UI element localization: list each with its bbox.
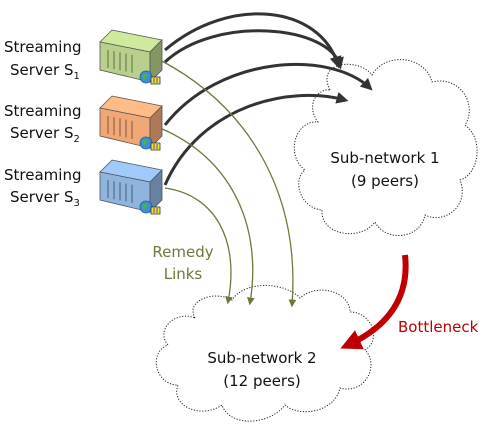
server-1-icon	[99, 29, 163, 85]
server-label-1: Streaming Server S1	[4, 38, 81, 82]
link-s1b-to-subnetwork-1	[163, 29, 344, 70]
bottleneck-label: Bottleneck	[398, 318, 479, 336]
server-1-line2: Server S1	[10, 61, 80, 82]
subnetwork-2-cloud	[155, 285, 375, 422]
subnetwork-2-title: Sub-network 2	[207, 349, 316, 367]
link-s3-to-subnetwork-1	[163, 92, 349, 186]
server-3-icon	[99, 159, 163, 215]
remedy-links-label-2: Links	[164, 265, 203, 283]
subnetwork-2-peers: (12 peers)	[223, 372, 301, 390]
subnetwork-1-title: Sub-network 1	[330, 149, 439, 167]
server-3-line2: Server S3	[10, 188, 80, 209]
server-label-2: Streaming Server S2	[4, 102, 81, 145]
remedy-links-label-1: Remedy	[152, 243, 213, 261]
link-s1-to-subnetwork-1	[164, 12, 342, 69]
server-2-icon	[99, 95, 163, 151]
server-3-line1: Streaming	[4, 166, 81, 184]
link-s2-to-subnetwork-1	[163, 63, 373, 126]
server-label-3: Streaming Server S3	[4, 166, 81, 209]
subnetwork-1-peers: (9 peers)	[351, 172, 419, 190]
remedy-link-s3	[164, 187, 233, 305]
server-2-line2: Server S2	[10, 124, 80, 145]
server-1-line1: Streaming	[4, 38, 81, 56]
bottleneck-arrow	[340, 254, 409, 350]
remedy-link-s2	[159, 127, 255, 306]
remedy-link-s1	[159, 59, 297, 308]
server-2-line1: Streaming	[4, 102, 81, 120]
subnetwork-1-cloud	[293, 59, 478, 236]
